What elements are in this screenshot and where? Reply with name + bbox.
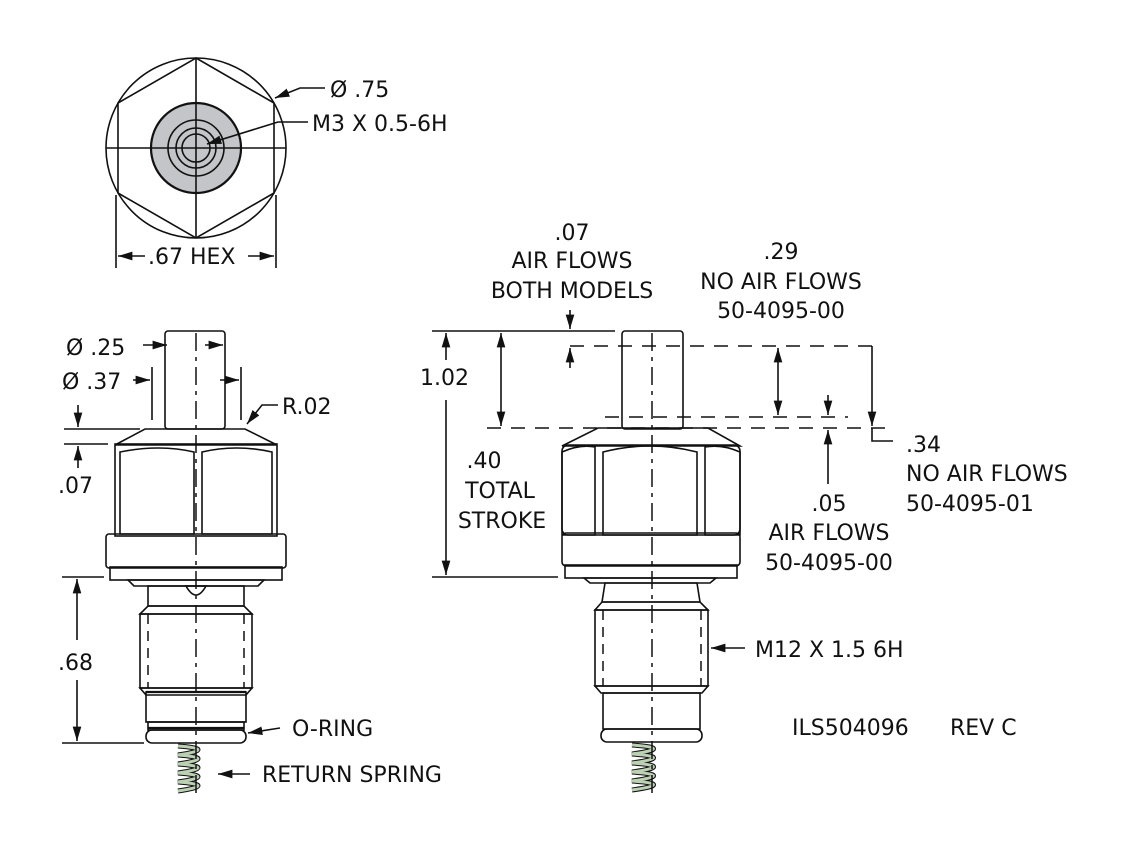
stroke-line2-label: STROKE (458, 509, 546, 534)
revision-label: REV C (950, 716, 1017, 741)
no-airflow-00-value: .29 (764, 240, 799, 265)
return-spring-label: RETURN SPRING (262, 763, 442, 788)
no-airflow-00-line2: 50-4095-00 (717, 299, 845, 324)
side-view-right: 1.02 .40 TOTAL STROKE .07 AIR FLOWS BOTH… (420, 221, 1068, 796)
no-airflow-00-line1: NO AIR FLOWS (700, 270, 862, 295)
top-view-diameter-label: Ø .75 (330, 78, 389, 103)
thread-length-label: .68 (58, 651, 93, 676)
no-airflow-01-line1: NO AIR FLOWS (906, 462, 1068, 487)
top-view-thread-label: M3 X 0.5-6H (312, 112, 448, 137)
airflow-both-value: .07 (555, 221, 590, 246)
top-view: Ø .75 M3 X 0.5-6H .67 HEX (105, 57, 448, 270)
hex-body (114, 443, 278, 537)
airflow-both-line2: BOTH MODELS (491, 279, 653, 304)
airflow-00-line1: AIR FLOWS (769, 521, 890, 546)
o-ring-label: O-RING (292, 717, 373, 742)
part-number-label: ILS504096 (792, 716, 909, 741)
plunger-diameter-label: Ø .25 (66, 336, 125, 361)
flange (105, 533, 287, 569)
return-spring (177, 743, 201, 794)
airflow-both-line1: AIR FLOWS (512, 249, 633, 274)
chamfer-height-label: .07 (58, 474, 93, 499)
no-airflow-01-value: .34 (906, 433, 941, 458)
hex-body-right (561, 444, 741, 536)
stroke-line1-label: TOTAL (464, 479, 536, 504)
m12-thread-label: M12 X 1.5 6H (755, 638, 904, 663)
o-ring-right (600, 728, 703, 743)
top-view-hex-label: .67 HEX (148, 245, 236, 270)
airflow-00-line2: 50-4095-00 (765, 551, 893, 576)
radius-label: R.02 (282, 395, 332, 420)
collar-diameter-label: Ø .37 (62, 370, 121, 395)
side-view-left: Ø .25 Ø .37 R.02 .07 .68 O-RING RETURN S… (58, 330, 442, 796)
washer-right (564, 564, 738, 579)
stroke-value-label: .40 (467, 449, 502, 474)
return-spring-right (631, 742, 656, 793)
no-airflow-01-line2: 50-4095-01 (906, 492, 1034, 517)
overall-height-label: 1.02 (420, 366, 469, 391)
airflow-00-value: .05 (812, 492, 847, 517)
